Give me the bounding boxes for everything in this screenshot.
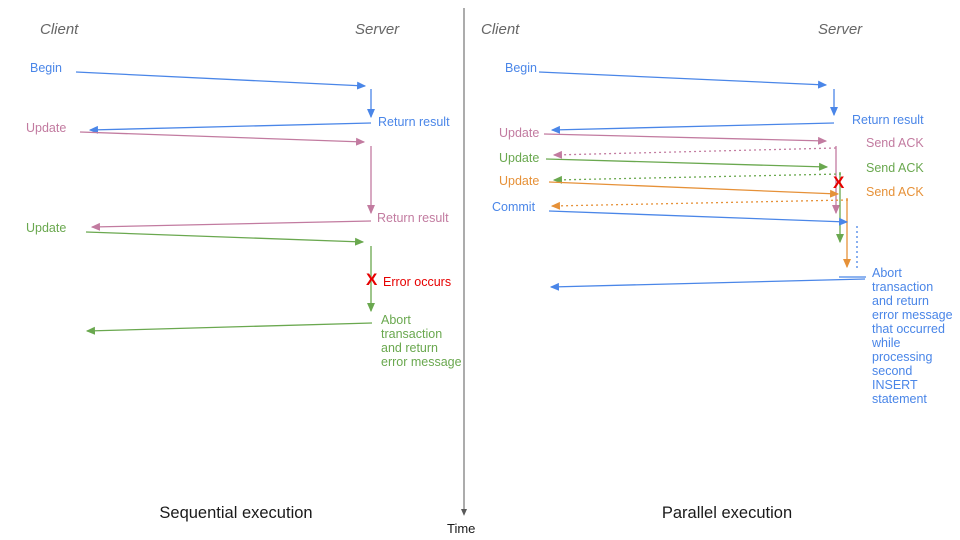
right-return-result-arrow bbox=[550, 122, 835, 134]
right-return-result-label: Return result bbox=[852, 113, 924, 127]
left-return-result-2-label: Return result bbox=[377, 211, 449, 225]
right-update-2-label: Update bbox=[499, 151, 540, 165]
left-begin-flow bbox=[75, 71, 375, 134]
right-begin-flow bbox=[538, 71, 838, 134]
right-begin-label: Begin bbox=[505, 61, 537, 75]
right-abort-text: Abort transaction and return error messa… bbox=[872, 266, 953, 406]
right-update1-request-arrow bbox=[543, 133, 828, 145]
left-abort-text: Abort transaction and return error messa… bbox=[381, 313, 462, 369]
left-error-x-icon: X bbox=[366, 270, 378, 289]
right-update2-flow bbox=[545, 158, 844, 244]
left-client-header: Client bbox=[40, 21, 79, 38]
left-update-2-label: Update bbox=[26, 221, 67, 235]
right-client-header: Client bbox=[481, 21, 520, 38]
left-panel-title: Sequential execution bbox=[159, 504, 313, 522]
right-send-ack-3-dashed-arrow bbox=[550, 199, 849, 210]
right-server-header: Server bbox=[818, 21, 863, 38]
right-send-ack-1-label: Send ACK bbox=[866, 136, 924, 150]
right-panel-title: Parallel execution bbox=[661, 504, 793, 522]
right-error-x-icon: X bbox=[833, 173, 845, 192]
left-begin-label: Begin bbox=[30, 61, 62, 75]
right-update1-flow bbox=[543, 133, 840, 215]
right-commit-label: Commit bbox=[492, 200, 536, 214]
left-error-occurs-label: Error occurs bbox=[383, 275, 452, 289]
left-return-result-1-arrow bbox=[88, 122, 372, 134]
right-update2-request-arrow bbox=[545, 158, 829, 171]
right-update-1-label: Update bbox=[499, 126, 540, 140]
time-axis-label: Time bbox=[447, 521, 476, 536]
left-return-result-1-label: Return result bbox=[378, 115, 450, 129]
left-update2-request-arrow bbox=[85, 231, 365, 246]
right-send-ack-1-dashed-arrow bbox=[552, 147, 837, 159]
right-commit-request-arrow bbox=[548, 210, 849, 226]
left-begin-request-arrow bbox=[75, 71, 367, 90]
right-update-3-label: Update bbox=[499, 174, 540, 188]
right-abort-return-arrow bbox=[549, 278, 866, 291]
left-server-header: Server bbox=[355, 21, 400, 38]
right-update3-flow bbox=[548, 181, 851, 269]
right-send-ack-3-label: Send ACK bbox=[866, 185, 924, 199]
right-update3-request-arrow bbox=[548, 181, 840, 198]
right-send-ack-2-label: Send ACK bbox=[866, 161, 924, 175]
left-update-1-label: Update bbox=[26, 121, 67, 135]
left-update1-request-arrow bbox=[79, 131, 366, 146]
left-update2-flow bbox=[85, 231, 375, 335]
right-send-ack-2-dashed-arrow bbox=[552, 173, 842, 184]
left-update1-flow bbox=[79, 131, 375, 231]
left-return-result-2-arrow bbox=[90, 220, 372, 231]
right-commit-flow bbox=[548, 210, 866, 291]
left-abort-return-arrow bbox=[85, 322, 373, 335]
right-begin-request-arrow bbox=[538, 71, 828, 89]
